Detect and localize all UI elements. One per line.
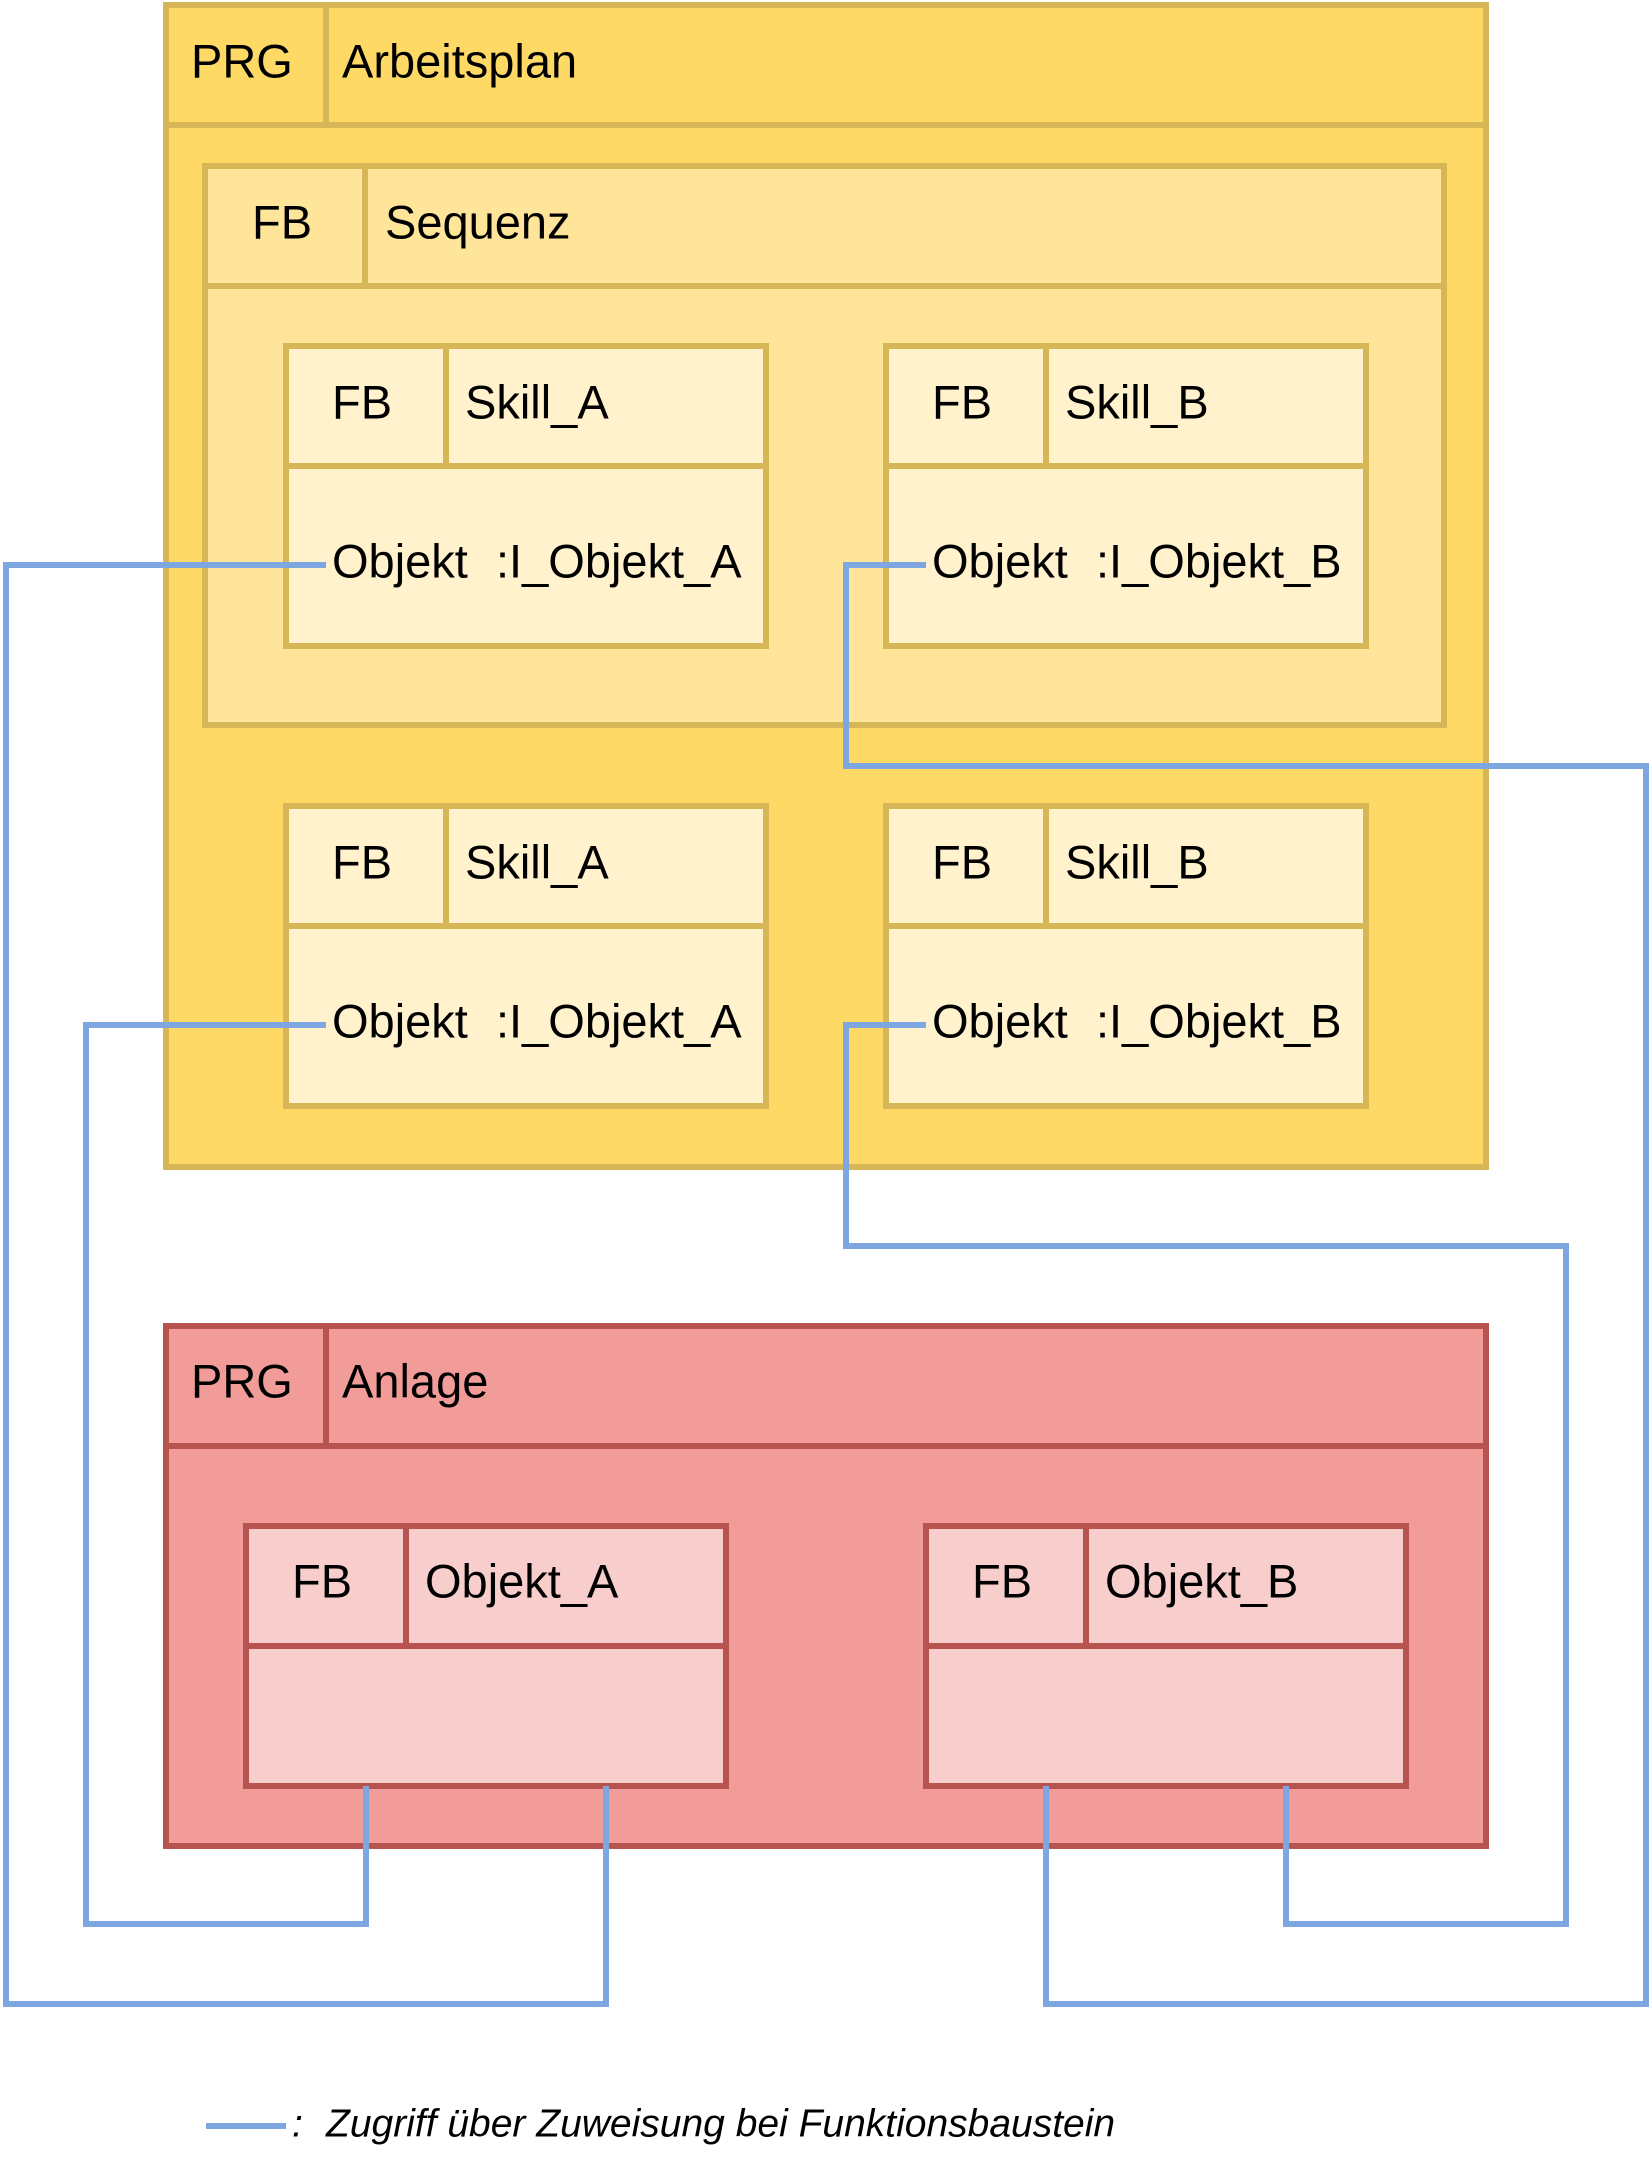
sequenz-skill-a-keyword: FB: [332, 375, 392, 428]
arbeitsplan-skill-b-var-cell: [883, 923, 1369, 1109]
prg-anlage-name-cell: [323, 1323, 1489, 1449]
fb-sequenz-title: Sequenz: [385, 195, 571, 248]
anlage-objekt-b-body-cell: [923, 1643, 1409, 1789]
fb-sequenz-keyword: FB: [252, 195, 312, 248]
legend-text: Zugriff über Zuweisung bei Funktionsbaus…: [325, 2102, 1115, 2145]
arbeitsplan-skill-b: FB Skill_B Objekt :I_Objekt_B: [883, 803, 1369, 1109]
anlage-objekt-b-name-cell: [1083, 1523, 1409, 1649]
sequenz-skill-b-var-type: :I_Objekt_B: [1096, 534, 1342, 587]
prg-arbeitsplan-name-cell: [323, 2, 1489, 128]
anlage-objekt-a-keyword: FB: [292, 1554, 352, 1607]
sequenz-skill-a-title: Skill_A: [465, 375, 609, 428]
arbeitsplan-skill-b-keyword: FB: [932, 835, 992, 888]
sequenz-skill-b-var-name: Objekt: [932, 534, 1068, 587]
sequenz-skill-a: FB Skill_A Objekt :I_Objekt_A: [283, 343, 769, 649]
arbeitsplan-skill-a-title: Skill_A: [465, 835, 609, 888]
sequenz-skill-b-keyword: FB: [932, 375, 992, 428]
arbeitsplan-skill-a-keyword: FB: [332, 835, 392, 888]
prg-anlage-keyword: PRG: [191, 1354, 293, 1407]
prg-arbeitsplan-keyword: PRG: [191, 34, 293, 87]
connector-sequenz-skill-a-to-objekt-a: [3, 562, 609, 2007]
arbeitsplan-skill-a-var-cell: [283, 923, 769, 1109]
arbeitsplan-skill-b-var-name: Objekt: [932, 994, 1068, 1047]
anlage-objekt-a-name-cell: [403, 1523, 729, 1649]
sequenz-skill-a-var-type: :I_Objekt_A: [496, 534, 742, 587]
sequenz-skill-b-var-cell: [883, 463, 1369, 649]
anlage-objekt-a: FB Objekt_A: [243, 1523, 729, 1789]
arbeitsplan-skill-b-title: Skill_B: [1065, 835, 1209, 888]
arbeitsplan-skill-b-keyword-cell: [883, 803, 1049, 929]
prg-arbeitsplan-title: Arbeitsplan: [342, 34, 577, 87]
arbeitsplan-skill-a-var-type: :I_Objekt_A: [496, 994, 742, 1047]
anlage-objekt-b-title: Objekt_B: [1105, 1554, 1298, 1607]
sequenz-skill-a-keyword-cell: [283, 343, 449, 469]
prg-anlage-keyword-cell: [163, 1323, 329, 1449]
connector-arbeitsplan-skill-a-to-objekt-a: [83, 1022, 369, 1927]
connector-sequenz-skill-b-to-objekt-b: [843, 562, 1649, 2007]
prg-anlage-title: Anlage: [342, 1354, 488, 1407]
legend-separator: :: [292, 2102, 303, 2145]
fb-sequenz-keyword-cell: [202, 163, 368, 289]
arbeitsplan-skill-a: FB Skill_A Objekt :I_Objekt_A: [283, 803, 769, 1109]
fb-sequenz-name-cell: [362, 163, 1447, 289]
sequenz-skill-b: FB Skill_B Objekt :I_Objekt_B: [883, 343, 1369, 649]
arbeitsplan-skill-a-var-name: Objekt: [332, 994, 468, 1047]
anlage-objekt-b: FB Objekt_B: [923, 1523, 1409, 1789]
sequenz-skill-a-var-name: Objekt: [332, 534, 468, 587]
anlage-objekt-a-title: Objekt_A: [425, 1554, 619, 1607]
sequenz-skill-b-title: Skill_B: [1065, 375, 1209, 428]
prg-arbeitsplan-keyword-cell: [163, 2, 329, 128]
sequenz-skill-a-var-cell: [283, 463, 769, 649]
assignment-connectors: [3, 562, 1649, 2007]
arbeitsplan-skill-b-var-type: :I_Objekt_B: [1096, 994, 1342, 1047]
connector-arbeitsplan-skill-b-to-objekt-b: [843, 1022, 1569, 1927]
legend: : Zugriff über Zuweisung bei Funktionsba…: [206, 2102, 1115, 2145]
arbeitsplan-skill-b-name-cell: [1043, 803, 1369, 929]
sequenz-skill-b-keyword-cell: [883, 343, 1049, 469]
anlage-objekt-b-keyword: FB: [972, 1554, 1032, 1607]
anlage-objekt-a-body-cell: [243, 1643, 729, 1789]
